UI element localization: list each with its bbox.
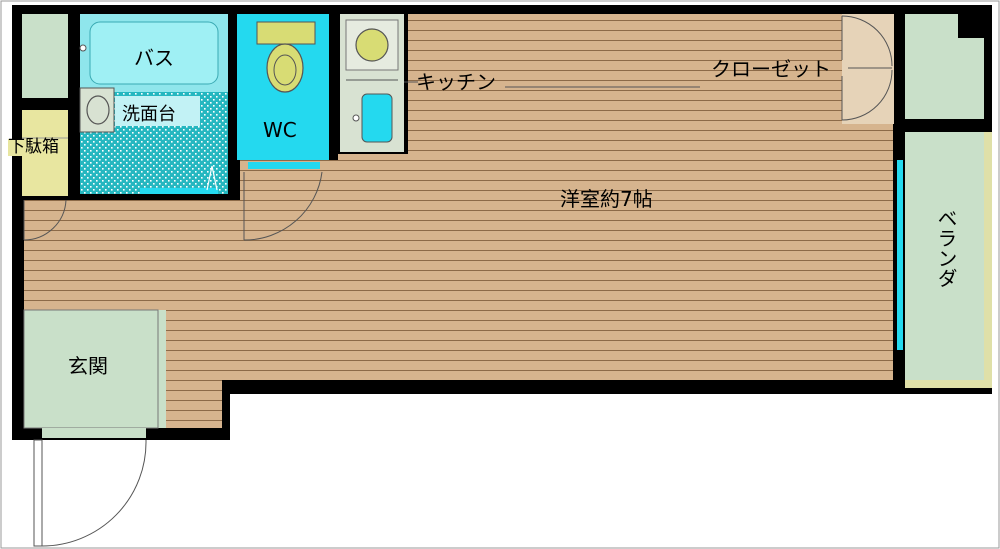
kitchen-label: キッチン — [416, 70, 496, 94]
western-room-label: 洋室約7帖 — [560, 187, 653, 211]
washroom-label: 洗面台 — [122, 104, 176, 125]
entrance-area — [24, 310, 166, 428]
western-room-floor — [24, 14, 893, 428]
shoe-box-label: 下駄箱 — [8, 137, 59, 157]
left-storage — [22, 14, 68, 98]
balcony-window — [897, 160, 903, 350]
balcony-label: ベランダ — [934, 208, 958, 288]
entrance-label: 玄関 — [68, 354, 108, 378]
toilet-label: WC — [263, 118, 297, 142]
closet-label: クローゼット — [711, 57, 831, 81]
closet-area — [842, 14, 894, 124]
balcony-area — [905, 132, 984, 380]
bath-label: バス — [134, 46, 174, 70]
